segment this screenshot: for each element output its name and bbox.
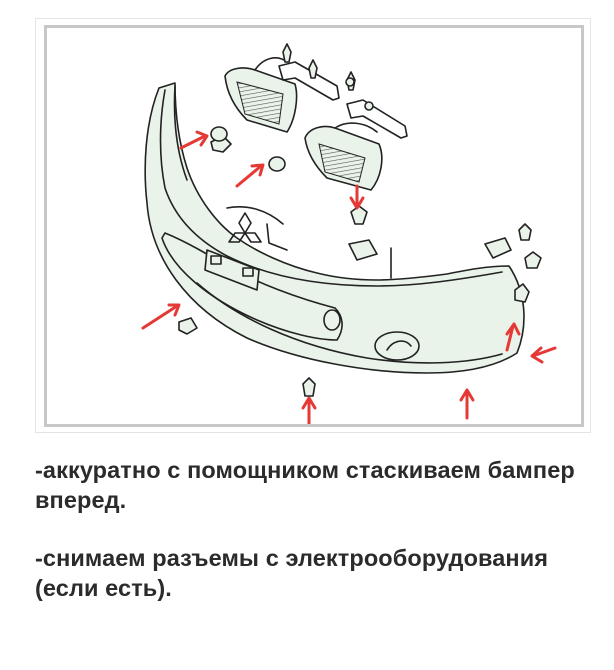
caption-step-pull-bumper: -аккуратно с помощником стаскиваем бампе… — [35, 457, 575, 513]
center-clip — [350, 205, 368, 225]
bushing-left — [210, 126, 228, 142]
plate-bracket — [204, 249, 260, 291]
bottom-screw — [302, 377, 316, 397]
bumper-inner-edge — [173, 85, 188, 181]
caption-step-disconnect-connectors: -снимаем разъемы с электрооборудования (… — [35, 545, 549, 601]
bumper-lower-lip — [196, 282, 503, 364]
side-screw — [514, 283, 530, 303]
lower-left-screw — [178, 317, 198, 335]
fog-light — [374, 331, 420, 361]
screw-top-1 — [345, 77, 355, 87]
red-arrows — [141, 130, 557, 424]
top-mount-strip-left — [278, 61, 340, 101]
screw-top-2 — [364, 101, 374, 111]
bumper-diagram-svg — [141, 43, 557, 424]
center-bracket — [348, 239, 378, 261]
clip-top-1 — [282, 43, 292, 63]
diagram-frame — [35, 18, 591, 433]
clip-top-2 — [308, 59, 318, 79]
bumper-body — [144, 82, 525, 374]
bushing-center — [268, 156, 286, 172]
mitsubishi-logo — [228, 212, 262, 243]
bumper-removal-diagram — [44, 25, 584, 427]
right-bracket — [484, 237, 512, 259]
right-clip-2 — [524, 251, 542, 269]
left-grille-bracket — [224, 57, 298, 133]
right-clip-1 — [518, 223, 532, 241]
right-grille-bracket — [304, 122, 383, 191]
